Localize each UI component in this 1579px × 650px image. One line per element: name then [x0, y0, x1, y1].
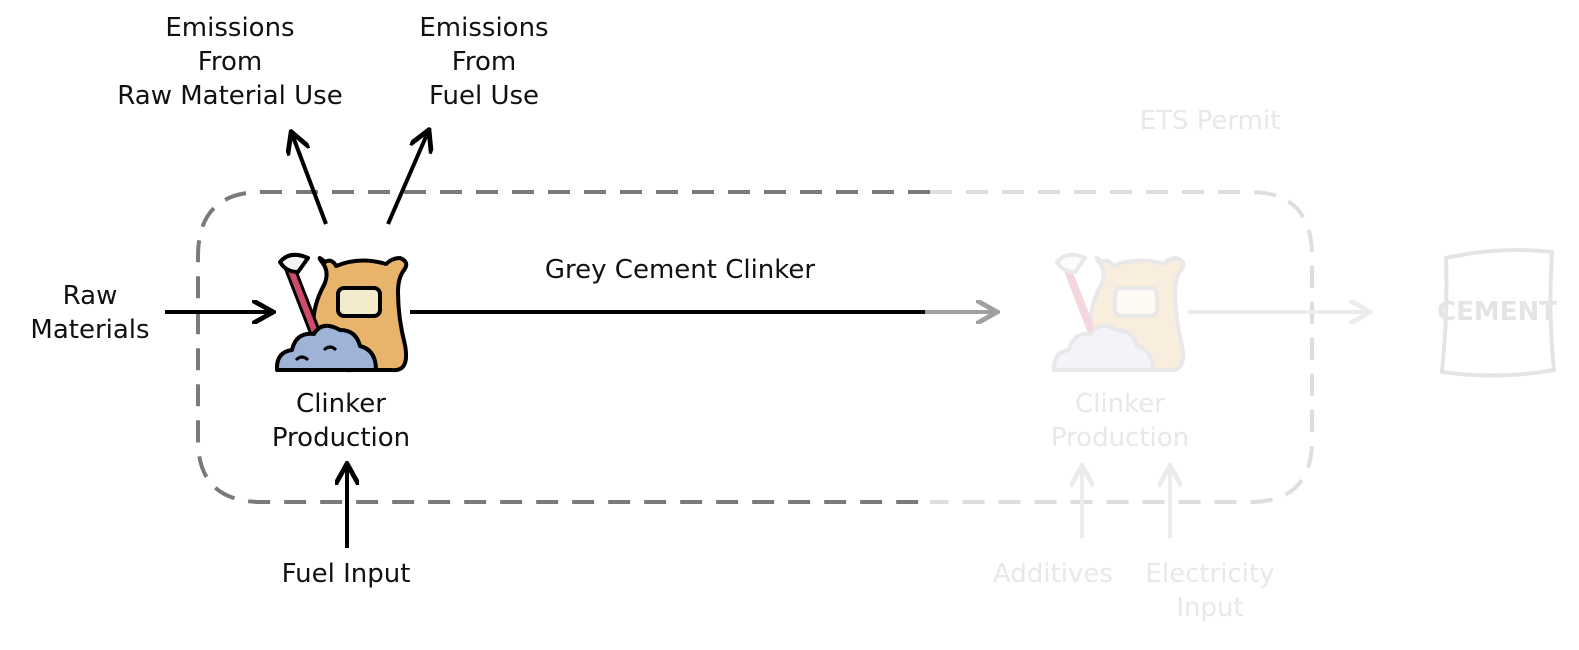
additives-label: Additives — [993, 559, 1113, 589]
emissions-fuel-arrow — [386, 132, 428, 225]
fuel-input-label: Fuel Input — [281, 559, 411, 589]
ets-boundary-dark — [196, 190, 930, 504]
clinker-sack-shovel-icon — [274, 252, 409, 373]
electricity-input-label: Electricity Input — [1145, 559, 1275, 623]
emissions-raw-arrow — [292, 134, 328, 225]
cement-bag-label: CEMENT — [1437, 297, 1557, 327]
clinker-production-faded-label: Clinker Production — [1050, 389, 1190, 453]
clinker-sack-shovel-icon-faded — [1051, 252, 1186, 373]
ets-permit-label: ETS Permit — [1139, 106, 1281, 136]
cement-bag-icon: CEMENT — [1437, 248, 1557, 378]
raw-materials-label: Raw Materials — [30, 281, 150, 345]
clinker-production-label: Clinker Production — [271, 389, 411, 453]
emissions-fuel-label: Emissions From Fuel Use — [419, 13, 549, 111]
grey-cement-clinker-label: Grey Cement Clinker — [544, 255, 816, 285]
ets-boundary-faded — [930, 190, 1314, 504]
emissions-raw-label: Emissions From Raw Material Use — [117, 13, 343, 111]
